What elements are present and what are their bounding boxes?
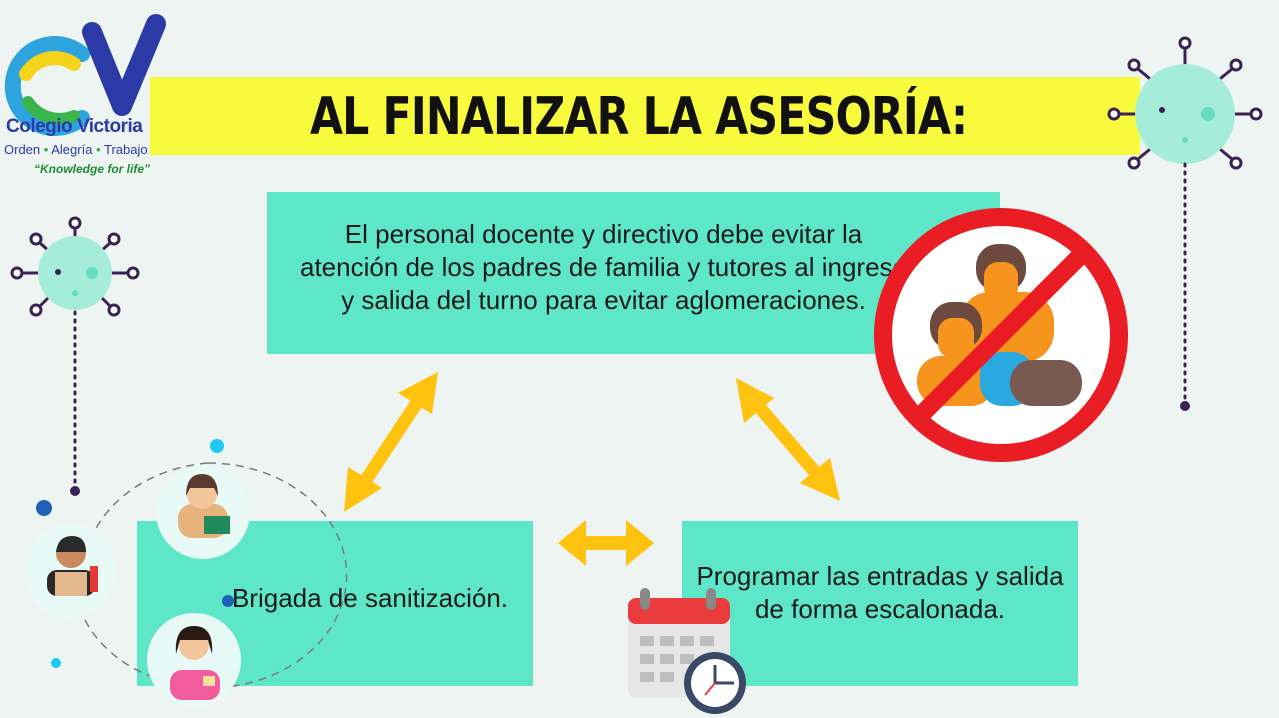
calendar-clock-icon: [628, 588, 746, 714]
motto-separator: •: [96, 142, 101, 157]
worker-avatar-icon: [147, 613, 241, 707]
school-slogan: “Knowledge for life”: [34, 162, 151, 176]
slide-title: AL FINALIZAR LA ASESORÍA:: [310, 87, 968, 147]
motto-word: Orden: [4, 142, 41, 157]
worker-avatar-icon: [156, 465, 250, 559]
school-logo: [4, 14, 166, 136]
arrow-right-diagonal: [736, 378, 840, 501]
info-box-right: Programar las entradas y salida de forma…: [682, 521, 1078, 686]
motto-word: Trabajo: [104, 142, 148, 157]
worker-avatar-icon: [23, 524, 117, 618]
school-name: Colegio Victoria: [6, 116, 143, 137]
motto-word: Alegría: [51, 142, 93, 157]
school-motto: Orden • Alegría • Trabajo: [4, 142, 148, 157]
virus-body: [1135, 64, 1235, 164]
arrow-left-diagonal: [344, 372, 438, 512]
motto-separator: •: [43, 142, 49, 157]
arrow-horizontal: [558, 520, 654, 566]
prohibited-people-icon: [874, 208, 1128, 462]
title-banner: [150, 77, 1140, 155]
